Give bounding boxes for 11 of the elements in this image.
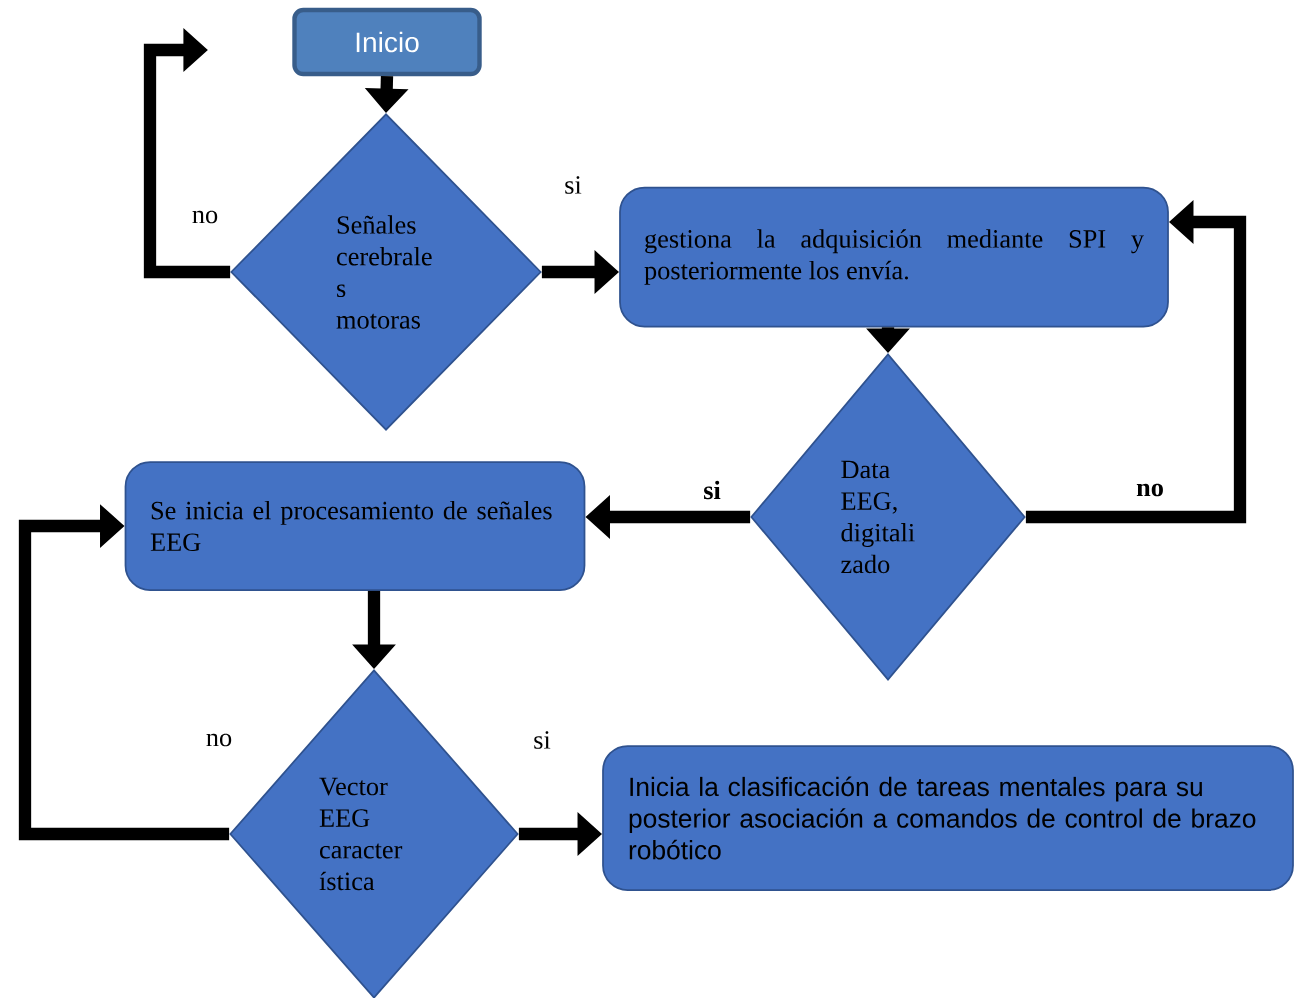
process-box: Se inicia el procesamiento de señales EEG [124,461,586,591]
edge-label: si [701,479,723,502]
start-box: Inicio [292,7,482,77]
arrow [143,28,231,279]
process-box: gestiona la adquisición mediante SPI y posteriormente los envía. [619,186,1169,328]
edge-label: no [1134,481,1166,499]
arrow [18,504,230,841]
process-box: Inicia la clasificación de tareas mentales para su posterior asociación a comandos de control de brazo robótico [602,745,1294,891]
edge-label: no [190,208,220,226]
edge-label: si [562,174,584,196]
edge-label: si [531,729,553,751]
